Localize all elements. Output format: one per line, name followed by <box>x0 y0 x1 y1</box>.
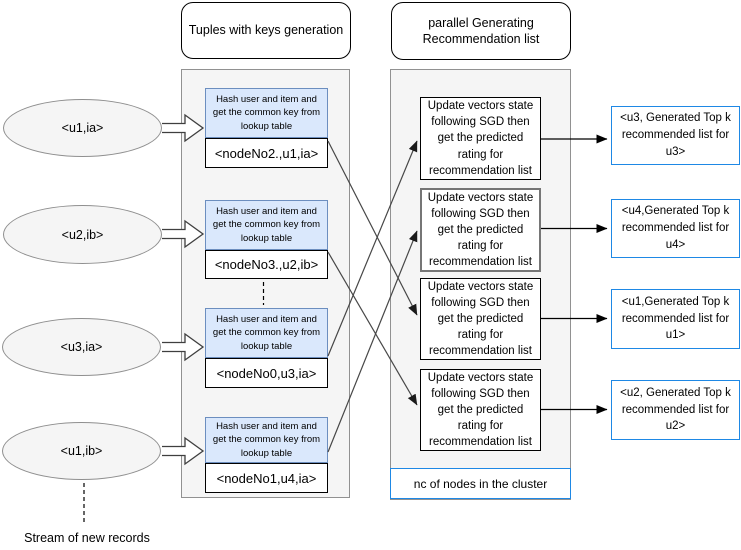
hash-step-label: Hash user and item and get the common ke… <box>212 94 321 132</box>
input-tuple-label: <u3,ia> <box>60 340 103 354</box>
input-tuple-ellipse: <u3,ia> <box>2 318 161 376</box>
input-tuple-label: <u2,ib> <box>61 227 104 242</box>
update-step-label: Update vectors state following SGD then … <box>427 371 534 449</box>
input-tuple-ellipse: <u1,ia> <box>3 99 162 157</box>
recommendation-output-label: <u2, Generated Top k recommended list fo… <box>620 386 731 433</box>
recommendation-output-box: <u2, Generated Top k recommended list fo… <box>611 380 740 440</box>
keyed-tuple-box: <nodeNo1,u4,ia> <box>205 463 328 493</box>
hash-step-box: Hash user and item and get the common ke… <box>205 88 328 138</box>
hash-step-label: Hash user and item and get the common ke… <box>212 206 321 244</box>
update-step-box: Update vectors state following SGD then … <box>420 97 541 180</box>
hash-step-label: Hash user and item and get the common ke… <box>212 421 321 459</box>
hash-step-box: Hash user and item and get the common ke… <box>205 417 328 463</box>
stream-caption: Stream of new records <box>7 529 167 547</box>
stage2-title-label: parallel Generating Recommendation list <box>422 15 540 46</box>
keyed-tuple-box: <nodeNo3.,u2,ib> <box>205 250 328 279</box>
keyed-tuple-box: <nodeNo0,u3,ia> <box>205 358 328 388</box>
keyed-tuple-label: <nodeNo1,u4,ia> <box>216 470 317 486</box>
update-step-label: Update vectors state following SGD then … <box>427 100 534 177</box>
input-tuple-label: <u1,ia> <box>61 121 104 135</box>
update-step-box: Update vectors state following SGD then … <box>420 369 541 451</box>
recommendation-output-box: <u4,Generated Top k recommended list for… <box>611 199 740 258</box>
keyed-tuple-label: <nodeNo3.,u2,ib> <box>214 257 319 272</box>
recommendation-output-label: <u4,Generated Top k recommended list for… <box>621 205 730 251</box>
keyed-tuple-box: <nodeNo2.,u1,ia> <box>205 138 328 168</box>
hash-step-box: Hash user and item and get the common ke… <box>205 200 328 250</box>
keyed-tuple-label: <nodeNo0,u3,ia> <box>216 365 317 381</box>
recommendation-output-box: <u3, Generated Top k recommended list fo… <box>611 106 740 165</box>
recommendation-output-label: <u3, Generated Top k recommended list fo… <box>620 112 731 158</box>
keyed-tuple-label: <nodeNo2.,u1,ia> <box>214 145 319 161</box>
hash-step-box: Hash user and item and get the common ke… <box>205 308 328 358</box>
stage1-title: Tuples with keys generation <box>181 2 351 59</box>
update-step-box: Update vectors state following SGD then … <box>420 278 541 360</box>
update-step-label: Update vectors state following SGD then … <box>427 191 534 269</box>
cluster-note-box: nc of nodes in the cluster <box>390 468 571 499</box>
input-tuple-ellipse: <u1,ib> <box>2 422 161 480</box>
stage2-title: parallel Generating Recommendation list <box>391 2 571 60</box>
stream-caption-label: Stream of new records <box>24 531 150 545</box>
hash-step-label: Hash user and item and get the common ke… <box>212 314 321 352</box>
cluster-note-label: nc of nodes in the cluster <box>413 476 548 491</box>
input-tuple-label: <u1,ib> <box>60 444 103 458</box>
update-step-label: Update vectors state following SGD then … <box>427 280 534 358</box>
stage1-title-label: Tuples with keys generation <box>188 23 344 38</box>
update-step-box: Update vectors state following SGD then … <box>420 188 541 272</box>
input-tuple-ellipse: <u2,ib> <box>3 205 162 264</box>
recommendation-output-box: <u1,Generated Top k recommended list for… <box>611 289 740 349</box>
recommendation-output-label: <u1,Generated Top k recommended list for… <box>621 295 730 342</box>
